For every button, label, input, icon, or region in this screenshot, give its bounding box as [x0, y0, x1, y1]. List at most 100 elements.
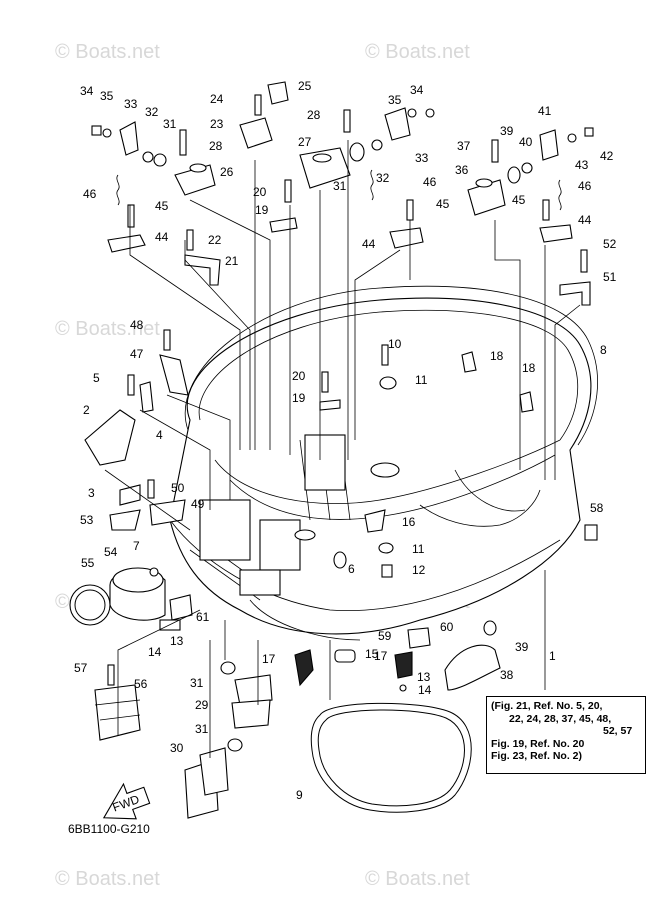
- callout-32b: 32: [376, 171, 390, 185]
- callout-18b: 18: [522, 361, 536, 375]
- callout-34a: 34: [80, 84, 94, 98]
- callout-7: 7: [133, 539, 140, 553]
- callout-45c: 45: [512, 193, 526, 207]
- callout-34b: 34: [410, 83, 424, 97]
- callout-8: 8: [600, 343, 607, 357]
- callout-61: 61: [196, 610, 210, 624]
- watermark-1: © Boats.net: [55, 41, 160, 63]
- callout-1: 1: [549, 649, 556, 663]
- callout-45a: 45: [155, 199, 169, 213]
- lower-parts: [184, 620, 501, 819]
- callout-40: 40: [519, 135, 533, 149]
- watermark-8: © Boats.net: [365, 868, 470, 890]
- callout-30: 30: [170, 741, 184, 755]
- callout-33a: 33: [124, 97, 138, 111]
- callout-12: 12: [412, 563, 426, 577]
- callout-32a: 32: [145, 105, 159, 119]
- callout-11a: 11: [415, 373, 428, 387]
- callout-46b: 46: [423, 175, 437, 189]
- callout-17b: 17: [374, 649, 388, 663]
- callout-31c: 31: [190, 676, 204, 690]
- callout-11b: 11: [412, 542, 425, 556]
- callout-20a: 20: [253, 185, 267, 199]
- note-line-4: Fig. 19, Ref. No. 20: [491, 737, 585, 750]
- callout-9: 9: [296, 788, 303, 802]
- callout-44b: 44: [362, 237, 376, 251]
- callout-49: 49: [191, 497, 205, 511]
- callout-13b: 13: [417, 670, 431, 684]
- callout-41: 41: [538, 104, 552, 118]
- callout-3: 3: [88, 486, 95, 500]
- note-line-2: 22, 24, 28, 37, 45, 48,: [509, 712, 612, 725]
- top-left-parts: [91, 81, 298, 286]
- callout-48: 48: [130, 318, 144, 332]
- callout-60: 60: [440, 620, 454, 634]
- top-right-parts: [467, 127, 594, 306]
- callout-29: 29: [195, 698, 209, 712]
- bottom-cowling: [169, 297, 592, 641]
- callout-26: 26: [220, 165, 234, 179]
- cowling-seal: [184, 285, 598, 446]
- callout-54: 54: [104, 545, 118, 559]
- callout-39b: 39: [515, 640, 529, 654]
- callout-58: 58: [590, 501, 604, 515]
- callout-50: 50: [171, 481, 185, 495]
- mid-parts: [84, 329, 598, 578]
- callout-4: 4: [156, 428, 163, 442]
- fwd-arrow: FWD: [102, 782, 151, 820]
- reference-note: (Fig. 21, Ref. No. 5, 20, 22, 24, 28, 37…: [486, 696, 646, 774]
- note-line-5: Fig. 23, Ref. No. 2): [491, 750, 583, 762]
- callout-47: 47: [130, 347, 144, 361]
- callout-38: 38: [500, 668, 514, 682]
- callout-55: 55: [81, 556, 95, 570]
- callout-37: 37: [457, 139, 471, 153]
- callout-39a: 39: [500, 124, 514, 138]
- callout-28a: 28: [209, 139, 223, 153]
- watermark-2: © Boats.net: [365, 41, 470, 63]
- callout-19b: 19: [292, 391, 306, 405]
- callout-23: 23: [210, 117, 224, 131]
- callout-35b: 35: [388, 93, 402, 107]
- callout-35a: 35: [100, 89, 114, 103]
- callout-20b: 20: [292, 369, 306, 383]
- callout-57: 57: [74, 661, 88, 675]
- callout-56: 56: [134, 677, 148, 691]
- callout-33b: 33: [415, 151, 429, 165]
- callout-17a: 17: [262, 652, 276, 666]
- leader-lines: [104, 140, 581, 758]
- callout-46c: 46: [578, 179, 592, 193]
- callout-6: 6: [348, 562, 355, 576]
- callout-43: 43: [575, 158, 589, 172]
- callout-21: 21: [225, 254, 239, 268]
- callout-24: 24: [210, 92, 224, 106]
- callout-25: 25: [298, 79, 312, 93]
- callout-15: 15: [365, 647, 379, 661]
- lower-left-parts: [69, 567, 193, 741]
- callout-44a: 44: [155, 230, 169, 244]
- callout-19a: 19: [255, 203, 269, 217]
- callout-51: 51: [603, 270, 617, 284]
- callout-10: 10: [388, 337, 402, 351]
- callout-13a: 13: [170, 634, 184, 648]
- callout-45b: 45: [436, 197, 450, 211]
- watermark-3: © Boats.net: [55, 318, 160, 340]
- diagram-code: 6BB1100-G210: [68, 822, 150, 836]
- callout-2: 2: [83, 403, 90, 417]
- callout-31d: 31: [195, 722, 209, 736]
- callout-53: 53: [80, 513, 94, 527]
- callout-14a: 14: [148, 645, 162, 659]
- callout-28b: 28: [307, 108, 321, 122]
- callouts: 34 35 33 32 31 28 26 24 25 23 46 45 44 2…: [74, 79, 617, 802]
- callout-59: 59: [378, 629, 392, 643]
- callout-31b: 31: [333, 179, 347, 193]
- watermark-7: © Boats.net: [55, 868, 160, 890]
- callout-16: 16: [402, 515, 416, 529]
- callout-44c: 44: [578, 213, 592, 227]
- callout-22: 22: [208, 233, 222, 247]
- note-line-3: 52, 57: [603, 725, 633, 737]
- callout-5: 5: [93, 371, 100, 385]
- callout-18a: 18: [490, 349, 504, 363]
- callout-52: 52: [603, 237, 617, 251]
- callout-14b: 14: [418, 683, 432, 697]
